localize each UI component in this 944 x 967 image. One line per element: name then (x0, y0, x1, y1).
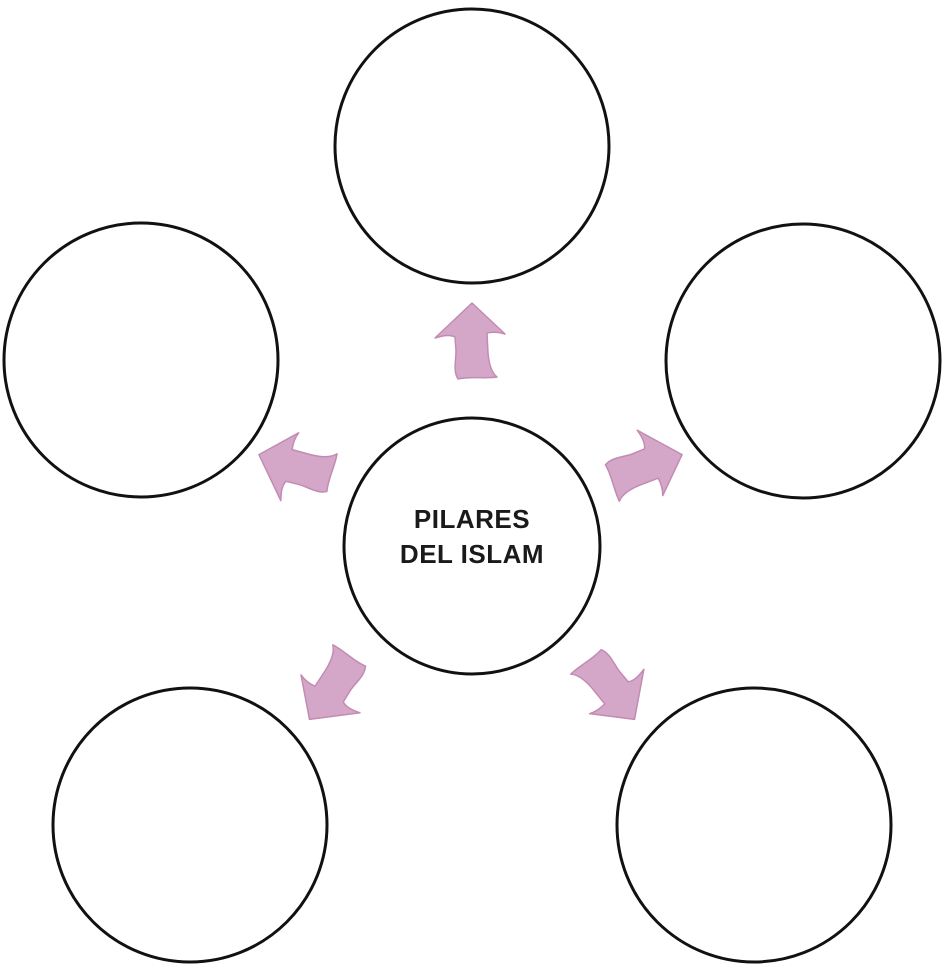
arrow-lower-right-icon (562, 635, 666, 740)
center-title-line-2: DEL ISLAM (400, 539, 544, 569)
arrow-top-icon (434, 302, 506, 380)
pillar-circle-upper-left (2, 221, 280, 499)
arrow-upper-left-icon (246, 422, 343, 515)
center-title-line-1: PILARES (414, 504, 530, 534)
pillar-circle-lower-right (615, 686, 893, 964)
pillar-circle-lower-left (51, 686, 329, 964)
arrow-lower-left-icon (282, 637, 385, 742)
pillar-circle-top (333, 7, 611, 285)
arrow-upper-right-icon (597, 418, 693, 511)
center-circle (342, 416, 602, 676)
pillar-circle-upper-right (664, 222, 942, 500)
